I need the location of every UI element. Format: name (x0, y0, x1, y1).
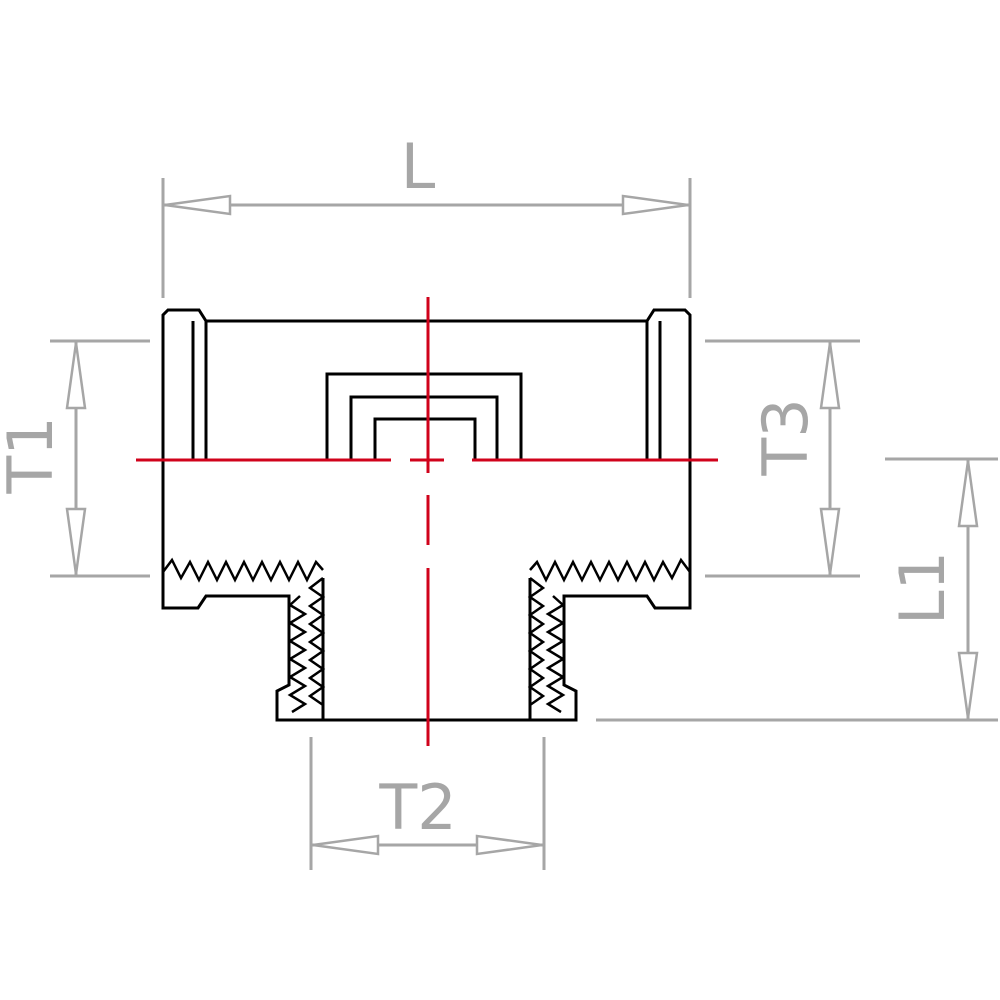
thread-right-vertical-inner (527, 577, 546, 707)
dimension-l1-arrow-top (957, 460, 979, 528)
dimension-l-arrow-right (621, 194, 689, 216)
thread-left-vertical-outer (287, 595, 308, 714)
thread-right-horizontal (529, 557, 691, 583)
dimension-t3-arrow-bottom (819, 507, 841, 575)
left-lower-shoulder (161, 568, 420, 722)
thread-left-horizontal (162, 557, 324, 583)
dimension-t1-label: T1 (0, 416, 67, 494)
thread-left-vertical-inner (307, 577, 326, 707)
dimension-t3-label: T3 (749, 398, 822, 476)
dimension-l: L (161, 130, 692, 298)
thread-left-horizontal-teeth (162, 557, 324, 583)
dimension-t2-arrow-left (312, 834, 380, 856)
dimension-t3-arrow-top (819, 342, 841, 410)
dimension-t2: T2 (309, 737, 546, 870)
left-end-ring (161, 308, 208, 459)
right-lower-shoulder (420, 568, 692, 722)
inner-step-outer (325, 372, 523, 459)
dimension-t1: T1 (0, 339, 150, 578)
dimension-t2-arrow-right (475, 834, 543, 856)
inner-step-inner (373, 417, 477, 459)
dimension-l-label: L (401, 130, 436, 203)
thread-right-vertical (527, 577, 566, 714)
dimension-l1-label: L1 (886, 551, 959, 625)
dimension-l1: L1 (596, 457, 998, 722)
dimension-t3: T3 (705, 339, 860, 578)
inner-step-middle (349, 395, 499, 459)
thread-left-vertical (287, 577, 326, 714)
tee-fitting-body (161, 308, 692, 722)
dimension-t1-arrow-bottom (65, 507, 87, 575)
right-end-ring (645, 308, 692, 459)
thread-right-vertical-outer (545, 595, 566, 714)
thread-right-horizontal-teeth (529, 557, 691, 583)
dimension-l-arrow-left (164, 194, 232, 216)
dimension-t2-label: T2 (378, 771, 456, 844)
center-lines (136, 297, 718, 746)
dimension-t1-arrow-top (65, 342, 87, 410)
dimension-l1-arrow-bottom (957, 651, 979, 719)
